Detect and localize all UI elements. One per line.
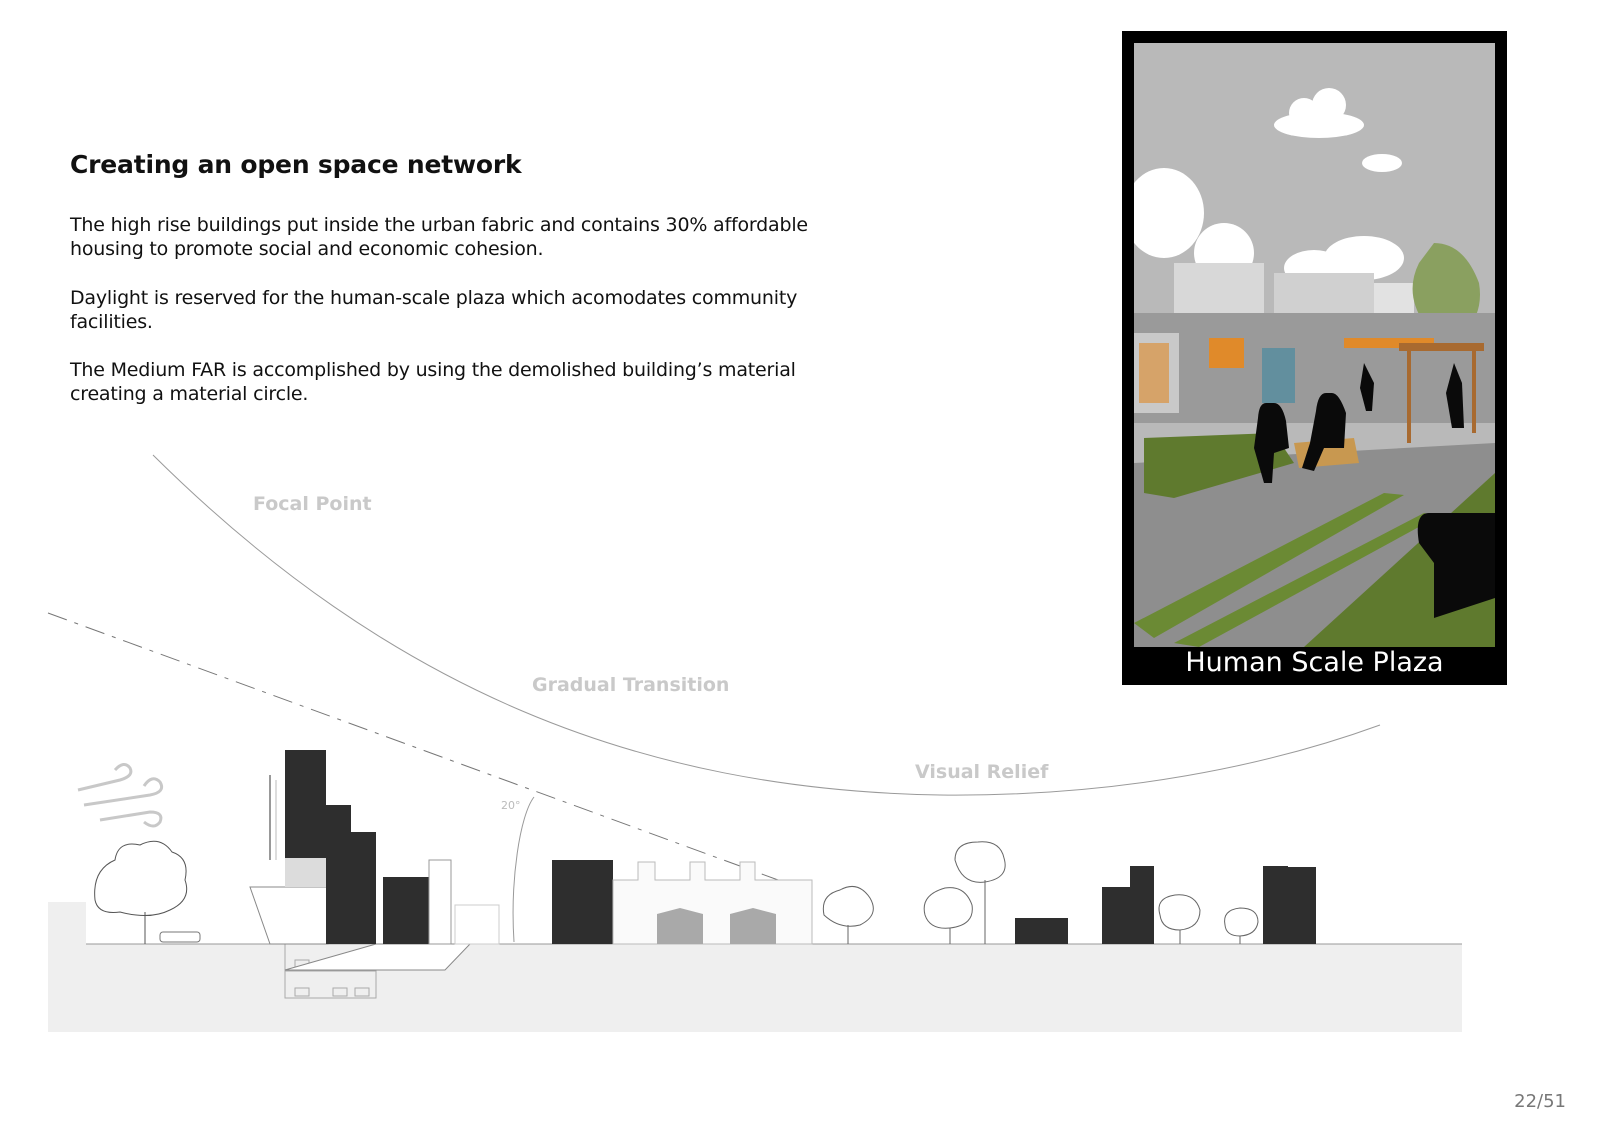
house-row [1134,313,1495,423]
angle-label: 20° [501,799,521,812]
ground-mass [48,944,1462,1032]
right-trees [1158,894,1259,944]
plaza-illustration [1134,43,1495,647]
people-silhouettes [1254,363,1495,618]
paragraph-daylight: Daylight is reserved for the human-scale… [70,287,798,333]
plaza-caption: Human Scale Plaza [1185,647,1444,678]
tree-left [94,840,188,944]
page-number: 22/51 [1514,1091,1566,1112]
ground-left-berm [48,902,86,944]
paragraph-affordable-housing: The high rise buildings put inside the u… [70,214,808,260]
midrise-block [454,860,813,945]
angle-arc [512,796,535,943]
park-trees [822,841,1006,944]
right-buildings [1015,866,1316,944]
car [159,931,201,943]
daylight-dashed-line [47,612,801,889]
high-rise-tower [249,750,472,971]
wind-icon [77,763,164,828]
green-strip [1174,513,1439,647]
sightline-curve [152,454,1381,796]
label-gradual-transition: Gradual Transition [532,674,730,696]
green-strip [1134,493,1404,638]
label-visual-relief: Visual Relief [915,761,1049,783]
page-title: Creating an open space network [70,150,522,179]
paragraph-material-circle: The Medium FAR is accomplished by using … [70,359,796,405]
label-focal-point: Focal Point [253,493,372,515]
